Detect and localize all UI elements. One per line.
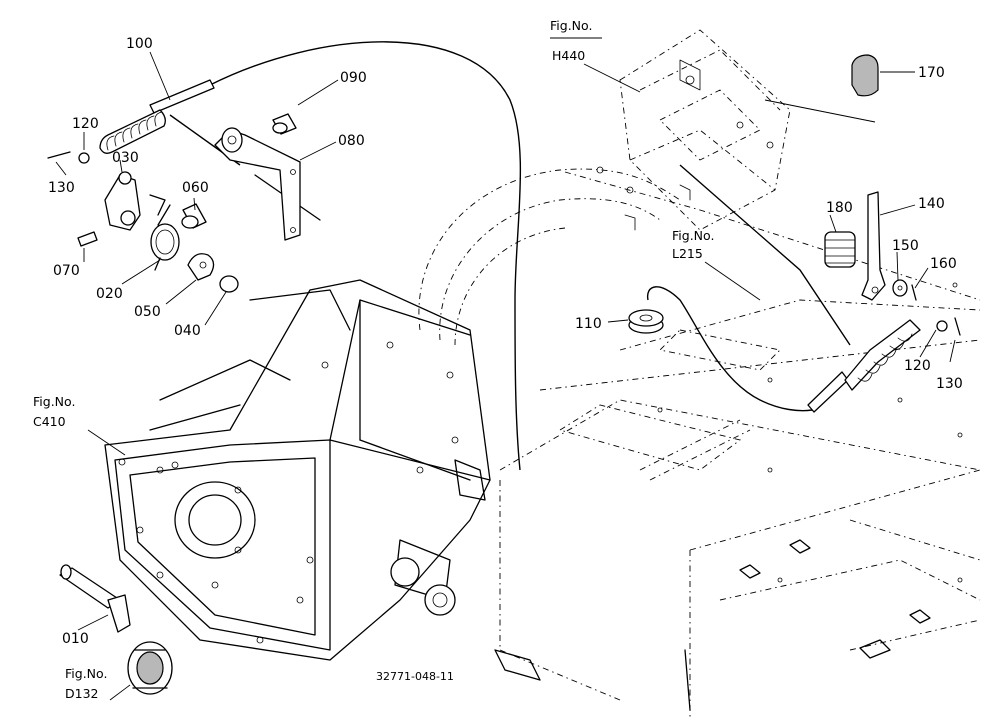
lever-140 [861, 191, 886, 301]
phantom-body-outline [418, 166, 981, 720]
label-060: 060 [182, 180, 209, 196]
figure-references: Fig.No. H440 Fig.No. L215 Fig.No. C410 F… [33, 18, 714, 701]
fig-ref-c410-code: C410 [33, 414, 66, 429]
fig-ref-l215-code: L215 [672, 246, 703, 261]
fig-ref-c410-title: Fig.No. [33, 394, 75, 409]
label-160: 160 [930, 256, 957, 272]
label-050: 050 [134, 304, 161, 320]
fig-ref-h440-title: Fig.No. [550, 18, 592, 33]
fig-ref-d132-code: D132 [65, 686, 98, 701]
cab-bracket-h440 [619, 29, 791, 231]
torsion-spring-020 [150, 204, 180, 271]
label-120-right: 120 [904, 358, 931, 374]
label-090: 090 [340, 70, 367, 86]
label-140: 140 [918, 196, 945, 212]
label-180: 180 [826, 200, 853, 216]
fig-ref-d132-title: Fig.No. [65, 666, 107, 681]
fig-ref-l215-title: Fig.No. [672, 228, 714, 243]
bolt-060 [181, 203, 207, 229]
bracket-080 [214, 113, 301, 241]
label-030: 030 [112, 150, 139, 166]
label-150: 150 [892, 238, 919, 254]
washer-150 [892, 279, 908, 297]
knob-170 [851, 54, 879, 97]
shaft-010 [59, 564, 131, 633]
label-130-right: 130 [936, 376, 963, 392]
label-110: 110 [575, 316, 602, 332]
right-cable-assembly [679, 54, 961, 413]
spring-coils [106, 111, 163, 151]
label-130-left: 130 [48, 180, 75, 196]
o-ring-040 [219, 275, 239, 293]
label-080: 080 [338, 133, 365, 149]
right-spring-coils [857, 333, 913, 382]
label-010: 010 [62, 631, 89, 647]
pin-160 [911, 284, 917, 301]
label-070: 070 [53, 263, 80, 279]
label-040: 040 [174, 323, 201, 339]
label-120-left: 120 [72, 116, 99, 132]
case-bolt-holes [118, 341, 459, 644]
label-020: 020 [96, 286, 123, 302]
part-labels: 100 090 120 080 030 130 060 070 020 050 … [48, 36, 963, 647]
drawing-number: 32771-048-11 [376, 670, 454, 683]
lever-030-assembly [77, 171, 239, 293]
fig-ref-h440-code: H440 [552, 48, 585, 63]
grommet-110 [628, 286, 813, 412]
spring-180 [824, 231, 856, 268]
washer-050 [187, 253, 215, 281]
transmission-case-c410 [104, 279, 491, 661]
coupler-d132 [127, 641, 173, 695]
label-100: 100 [126, 36, 153, 52]
cable-100 [47, 41, 522, 471]
leader-lines [55, 51, 956, 701]
label-170: 170 [918, 65, 945, 81]
